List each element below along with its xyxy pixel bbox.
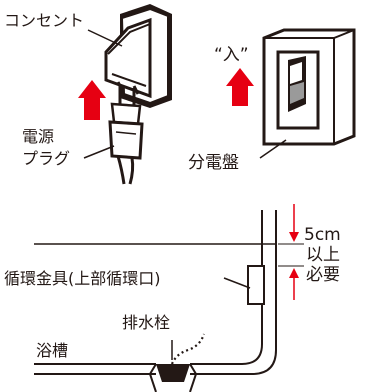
- fitting-label: 循環金具(上部循環口): [4, 269, 161, 288]
- drain-label: 排水栓: [122, 313, 170, 332]
- dimension-qualifier: 以上: [306, 245, 340, 265]
- switch-up-arrow-icon: [226, 68, 254, 106]
- dimension-value: 5cm: [304, 225, 341, 245]
- wall-outlet-icon: [104, 4, 172, 108]
- fitting-leader-line: [223, 277, 251, 289]
- drain-chain-icon: [170, 333, 206, 365]
- insert-arrow-icon: [78, 80, 106, 120]
- circulation-fitting-icon: [247, 265, 265, 305]
- tub-inner-wall: [190, 210, 263, 365]
- drain-plug-icon: [156, 364, 190, 382]
- outlet-leader-line: [87, 29, 123, 47]
- outlet-and-plug-illustration: [78, 4, 172, 185]
- clearance-dimension-marker: [278, 204, 304, 300]
- plug-label-line2: プラグ: [22, 149, 70, 168]
- tub-label: 浴槽: [36, 341, 68, 360]
- plug-label-line1: 電源: [22, 127, 54, 146]
- switch-on-label: “入”: [214, 45, 249, 65]
- power-plug-icon: [108, 86, 144, 185]
- breaker-switch-icon: [288, 56, 306, 112]
- tub-outer-wall: [190, 210, 277, 375]
- plug-leader-line: [83, 145, 115, 159]
- dimension-requirement: 必要: [306, 265, 340, 285]
- breaker-leader-line: [259, 139, 287, 159]
- breaker-label: 分電盤: [188, 153, 239, 173]
- breaker-panel-illustration: [226, 28, 356, 159]
- outlet-label: コンセント: [4, 11, 84, 30]
- bathtub-cross-section: [34, 204, 304, 392]
